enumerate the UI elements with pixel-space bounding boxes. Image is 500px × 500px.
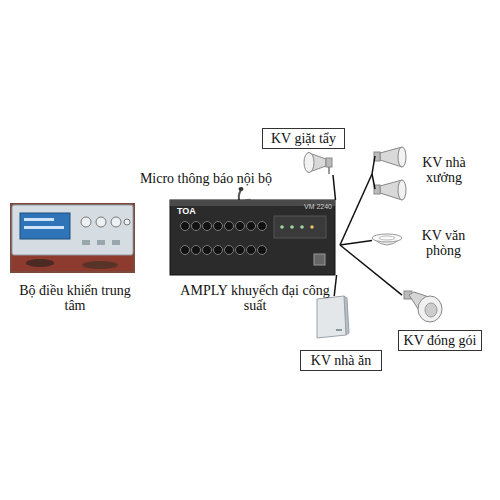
knob [203, 246, 212, 255]
model-label: VM 2240 [304, 203, 332, 210]
horn-bell [398, 147, 406, 167]
device-background [10, 203, 135, 273]
speaker-zone: KV nhà ăn [315, 296, 347, 338]
zone-label: KV đóng gói [398, 330, 482, 351]
knob [111, 217, 121, 227]
button [82, 240, 90, 245]
mic-head [239, 187, 244, 191]
knob [181, 222, 190, 231]
speaker-zone: KV văn phòng [372, 234, 402, 247]
knob [96, 217, 106, 227]
controller-device [10, 203, 135, 273]
horn-driver [326, 158, 332, 167]
device-panel [12, 205, 133, 255]
speaker-wire [340, 174, 372, 245]
speaker-wire [333, 175, 336, 200]
horn-bracket [328, 167, 330, 174]
meter-panel [274, 216, 326, 238]
horn-bell [418, 296, 442, 322]
split-wire [372, 156, 375, 174]
brand-label: TOA [177, 206, 196, 216]
lcd-line [24, 226, 64, 229]
led [310, 225, 314, 229]
knob [258, 246, 267, 255]
zone-label: KV nhà ăn [300, 350, 382, 371]
lcd-line [24, 218, 54, 221]
device-label: Micro thông báo nội bộ [116, 171, 296, 186]
knob [258, 222, 267, 231]
horn-speaker [404, 291, 442, 322]
horn-bell [398, 180, 406, 200]
knob-row [181, 222, 267, 255]
knob [236, 222, 245, 231]
knob [214, 246, 223, 255]
speaker-grille [379, 236, 395, 240]
knob [214, 222, 223, 231]
zone-label: KV giặt tẩy [262, 128, 345, 149]
horn-throat [425, 303, 437, 317]
microphone-node: Micro thông báo nội bộ [213, 188, 260, 222]
knob [236, 246, 245, 255]
horn-bell [304, 153, 314, 173]
lcd-screen [20, 213, 70, 239]
speaker-wire [340, 245, 402, 295]
button [112, 240, 120, 245]
ceiling-speaker [372, 234, 402, 245]
speaker-front [317, 296, 346, 338]
knob [247, 222, 256, 231]
wall-speaker [317, 296, 349, 338]
knob [192, 246, 201, 255]
led [300, 225, 304, 229]
amp-body [170, 200, 335, 275]
speaker-logo [336, 329, 342, 331]
led [290, 225, 294, 229]
device-label: AMPLY khuyếch đại công suất [180, 283, 330, 313]
horn-speaker [304, 153, 332, 175]
device-label: KV nhà xưởng [415, 155, 473, 185]
knob [124, 219, 130, 225]
device-background [82, 261, 118, 269]
horn-speaker [374, 147, 406, 167]
speaker-rim [372, 234, 402, 242]
speaker-wire [340, 241, 372, 246]
knob [247, 246, 256, 255]
speaker-zone: KV nhà xưởng [372, 145, 414, 203]
knob [225, 222, 234, 231]
split-wire [372, 174, 375, 189]
device-label: Bộ điều khiển trung tâm [10, 283, 140, 313]
knob [81, 217, 91, 227]
button [97, 240, 105, 245]
speaker-zone: KV đóng gói [402, 290, 444, 324]
device-background [26, 259, 54, 267]
led [280, 225, 284, 229]
knob [181, 246, 190, 255]
knob [192, 222, 201, 231]
horn-speaker [374, 180, 406, 200]
device-label: KV văn phòng [416, 228, 471, 258]
amplifier-device [170, 200, 335, 275]
knob [203, 222, 212, 231]
controller-node: Bộ điều khiển trung tâm [10, 205, 135, 271]
speaker-zone: KV giặt tẩy [301, 150, 333, 175]
power-button [314, 254, 325, 265]
knob [225, 246, 234, 255]
speaker-wire [334, 275, 336, 296]
device-background [12, 255, 133, 271]
